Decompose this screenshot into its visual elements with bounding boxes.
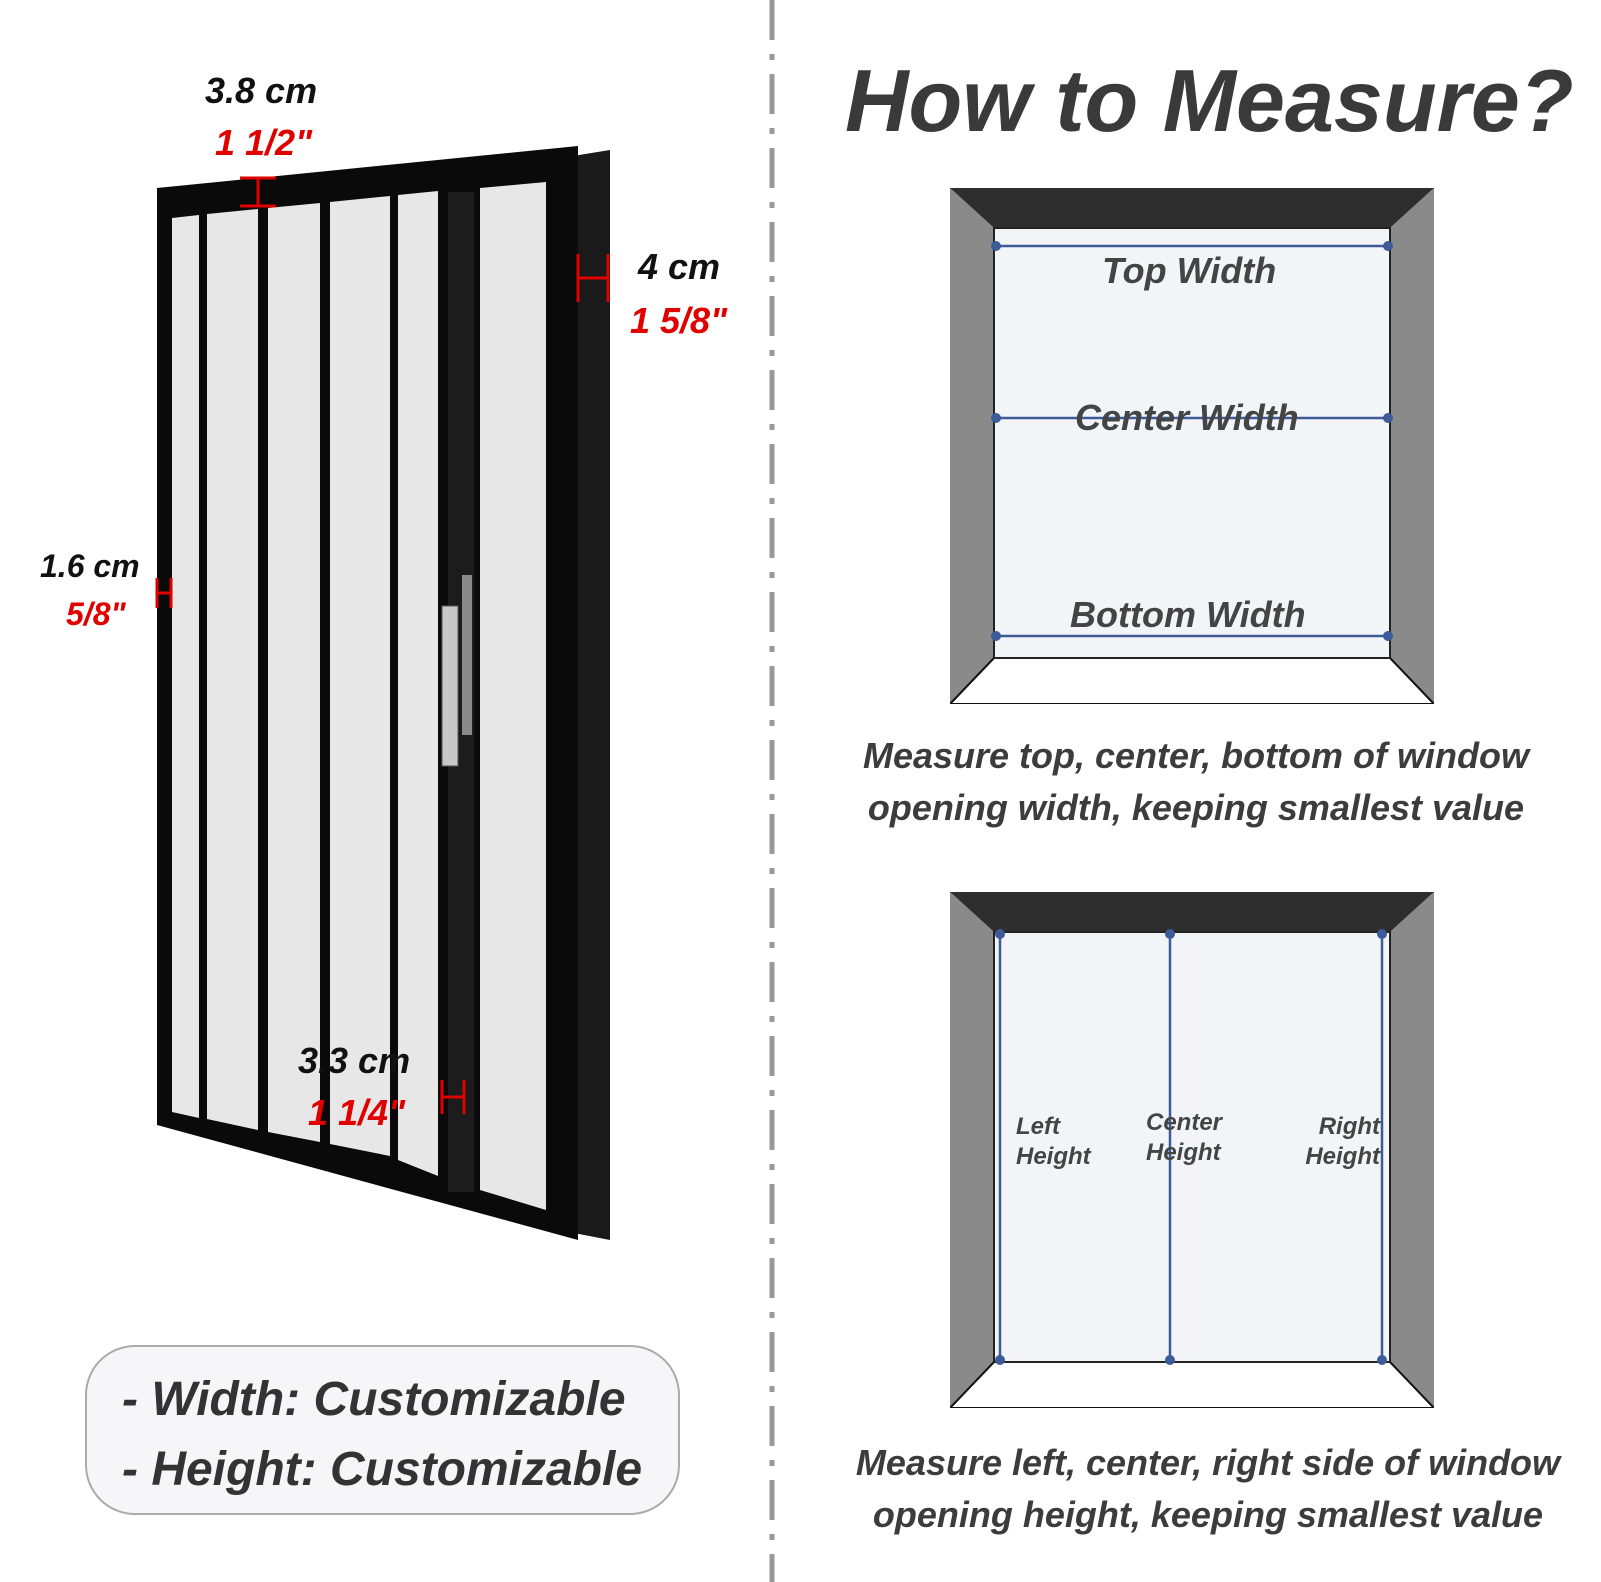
spec-box: - Width: Customizable - Height: Customiz… <box>85 1345 680 1515</box>
left-height-line-2: Height <box>1016 1143 1091 1170</box>
width-spec: - Width: Customizable <box>122 1373 626 1426</box>
center-height-label: Center Height <box>1146 1108 1222 1168</box>
door-illustration <box>155 146 610 1240</box>
mesh-panel-6 <box>480 182 546 1210</box>
width-caption: Measure top, center, bottom of window op… <box>806 730 1586 834</box>
top-width-label: Top Width <box>1102 250 1277 291</box>
width-caption-line-1: Measure top, center, bottom of window <box>862 735 1530 776</box>
left-dimension-cm: 1.6 cm <box>40 548 140 584</box>
top-dimension-cm: 3.8 cm <box>205 70 318 111</box>
width-caption-line-2: opening width, keeping smallest value <box>867 787 1525 828</box>
mesh-panel-1 <box>172 215 199 1118</box>
door-handle <box>441 605 459 767</box>
mesh-panel-5 <box>398 191 438 1176</box>
width-diagram <box>950 188 1434 704</box>
top-dimension-inch: 1 1/2" <box>215 122 313 163</box>
left-height-line-1: Left <box>1016 1113 1060 1140</box>
bottom-dimension-cm: 3.3 cm <box>298 1040 411 1081</box>
right-height-line-2: Height <box>1305 1143 1380 1170</box>
side-dimension-cm: 4 cm <box>638 246 721 287</box>
center-height-line-2: Height <box>1146 1139 1221 1166</box>
height-caption-line-1: Measure left, center, right side of wind… <box>855 1442 1561 1483</box>
height-caption: Measure left, center, right side of wind… <box>818 1437 1598 1541</box>
side-dimension-inch: 1 5/8" <box>630 300 728 341</box>
right-height-label: Right Height <box>1300 1112 1380 1172</box>
page-title: How to Measure? <box>845 51 1574 150</box>
center-height-line-1: Center <box>1146 1109 1223 1136</box>
right-height-line-1: Right <box>1318 1113 1380 1140</box>
left-dimension-inch: 5/8" <box>66 596 126 632</box>
mesh-panel-2 <box>207 209 258 1130</box>
bottom-width-label: Bottom Width <box>1070 594 1306 635</box>
center-width-label: Center Width <box>1075 397 1299 438</box>
height-diagram <box>950 892 1434 1408</box>
left-height-label: Left Height <box>1016 1112 1091 1172</box>
mesh-panel-4 <box>330 196 390 1156</box>
height-caption-line-2: opening height, keeping smallest value <box>872 1494 1544 1535</box>
mesh-panel-3 <box>268 203 320 1142</box>
bottom-dimension-inch: 1 1/4" <box>308 1092 406 1133</box>
height-spec: - Height: Customizable <box>122 1443 643 1496</box>
